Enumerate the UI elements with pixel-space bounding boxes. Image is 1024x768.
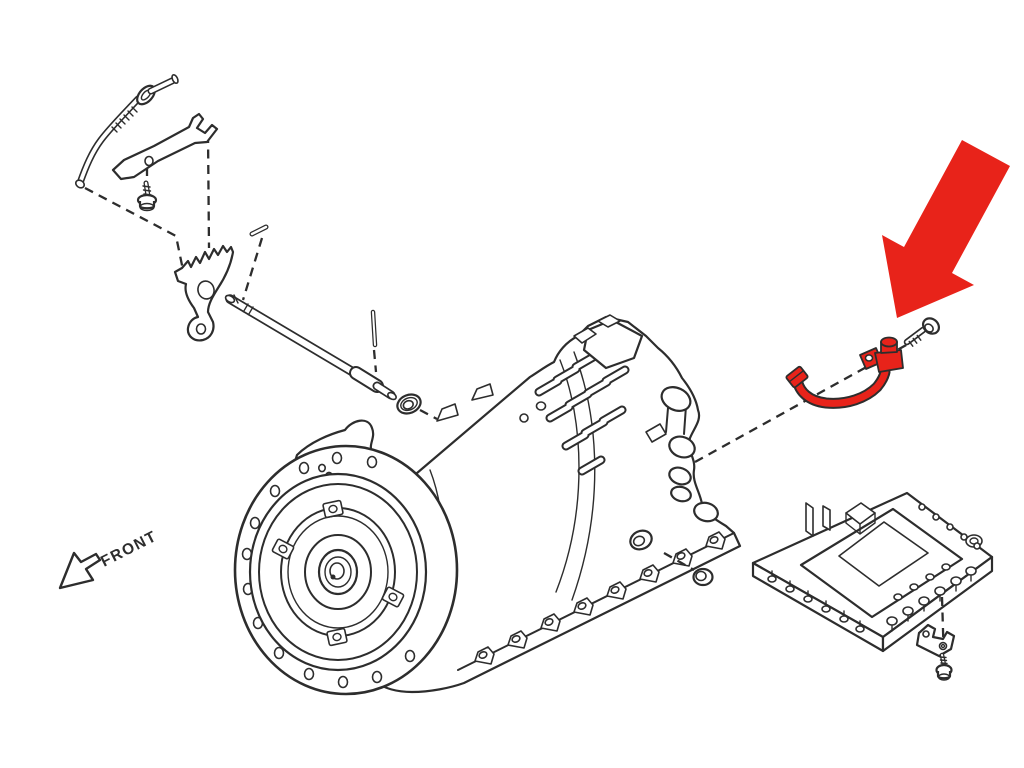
sensor-bolt-hole — [864, 354, 874, 362]
rear-housing-bosses — [645, 386, 719, 523]
front-label: FRONT — [98, 528, 160, 571]
valve-body-bracket — [915, 623, 956, 658]
solenoid-connectors — [886, 563, 977, 632]
control-valve-body — [751, 491, 994, 681]
bracket-bolt — [935, 652, 953, 681]
front-direction-arrow-icon — [58, 551, 102, 590]
sensor-cable — [793, 368, 889, 407]
valve-body-tab — [805, 502, 814, 537]
red-callout-arrow-icon — [882, 140, 1010, 318]
case-vent-slots — [534, 351, 630, 476]
leader-lines — [84, 133, 438, 421]
revolution-sensor-harness — [785, 317, 941, 409]
detent-plate — [173, 244, 235, 342]
case-hole — [519, 413, 529, 423]
detent-fork-lever — [111, 112, 219, 181]
transmission-assembly — [233, 314, 742, 696]
sensor-connector — [785, 365, 809, 389]
sensor-bolt — [903, 317, 941, 347]
front-direction-indicator: FRONT — [58, 528, 160, 590]
shaft-retaining-pin — [370, 309, 378, 348]
case-tab — [436, 403, 459, 422]
valve-body-tab — [822, 505, 831, 531]
shaft-seal-washer — [396, 393, 422, 415]
torque-converter — [248, 472, 428, 672]
valve-body-tower — [845, 502, 876, 535]
retaining-pin-small — [249, 224, 269, 237]
case-tab — [471, 383, 494, 401]
case-hole — [535, 401, 547, 411]
manual-linkage-parts — [75, 73, 438, 421]
valve-body-studs — [767, 503, 981, 633]
manual-control-rod — [75, 73, 179, 189]
top-mount-pad — [573, 314, 644, 370]
valve-body-block — [838, 521, 929, 587]
lever-bolt — [136, 180, 158, 212]
manual-shaft — [224, 294, 397, 401]
oil-pan-rail — [457, 529, 735, 671]
sensor-cap — [880, 336, 898, 348]
oil-pan-plug — [663, 551, 714, 587]
